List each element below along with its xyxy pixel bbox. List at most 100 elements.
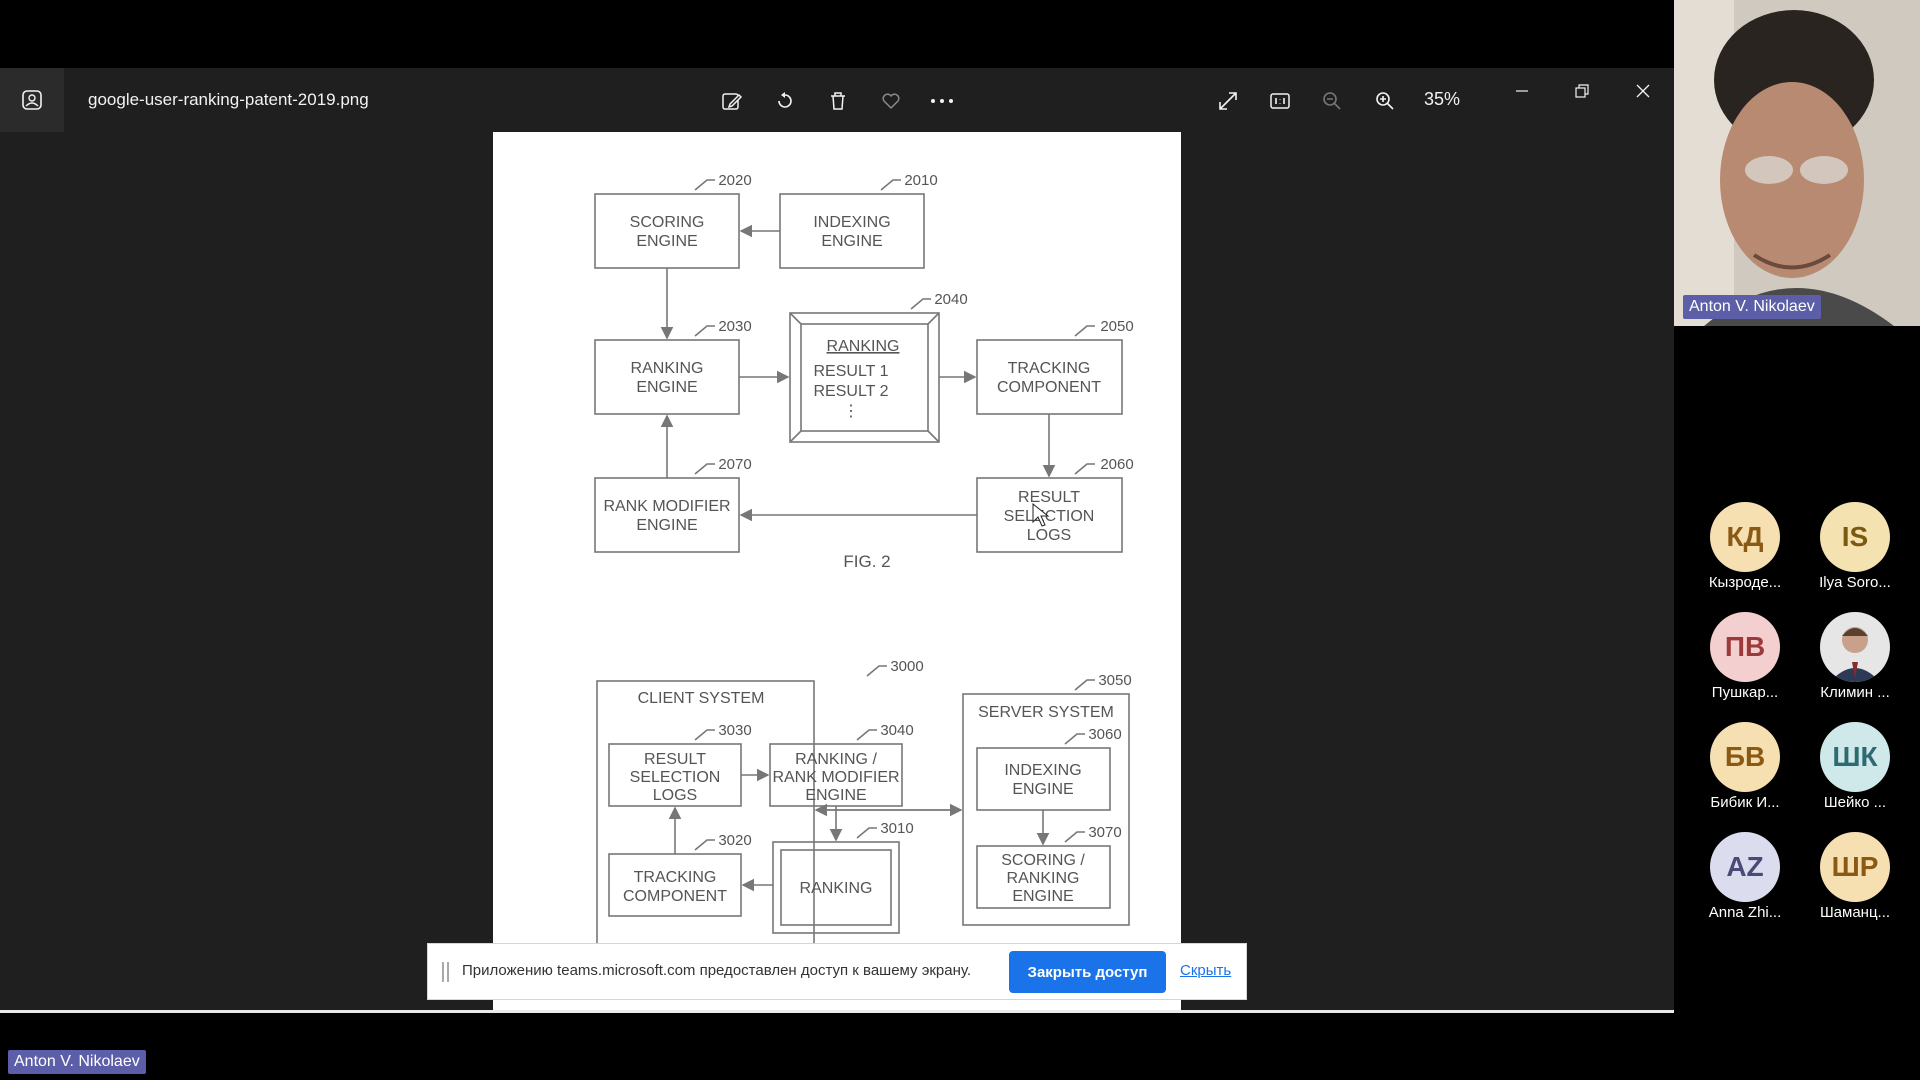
person-photo-icon <box>1830 627 1880 682</box>
ref-3050: 3050 <box>1098 672 1131 689</box>
video-name-tag: Anton V. Nikolaev <box>1683 295 1821 319</box>
tracking-component-label-2: COMPONENT <box>997 379 1101 396</box>
fig3-rankmod-label: RANKING / <box>795 751 877 768</box>
zoom-out-button[interactable] <box>1315 84 1349 118</box>
edit-image-icon <box>722 93 743 110</box>
ranking-engine-label-2: ENGINE <box>636 379 697 396</box>
minimize-button[interactable] <box>1505 74 1539 108</box>
actual-size-button[interactable] <box>1263 84 1297 118</box>
zoom-level: 35% <box>1424 89 1461 109</box>
indexing-engine-label: INDEXING <box>813 214 890 231</box>
fig3-indexing-label-2: ENGINE <box>1012 781 1073 798</box>
participant-name: Кызроде... <box>1708 574 1782 591</box>
favorite-button[interactable] <box>874 84 908 118</box>
presenter-name-tag: Anton V. Nikolaev <box>8 1050 146 1074</box>
photos-app-icon[interactable] <box>0 68 64 132</box>
expand-icon <box>1219 92 1237 110</box>
fig2-caption: FIG. 2 <box>843 552 890 571</box>
result-logs-label-3: LOGS <box>1027 527 1071 544</box>
ref-2070: 2070 <box>718 456 751 473</box>
ref-2050: 2050 <box>1100 318 1133 335</box>
scoring-engine-label: SCORING <box>630 214 705 231</box>
trash-icon <box>831 92 845 110</box>
ranking-engine-label: RANKING <box>631 360 704 377</box>
minimize-icon <box>1516 90 1528 92</box>
participant-name: Anna Zhi... <box>1708 904 1782 921</box>
indexing-engine-label-2: ENGINE <box>821 233 882 250</box>
participant-photo-avatar <box>1820 612 1890 682</box>
fig3-tracking-label-2: COMPONENT <box>623 888 727 905</box>
rank-modifier-label-2: ENGINE <box>636 517 697 534</box>
ref-3020: 3020 <box>718 832 751 849</box>
rotate-icon <box>778 92 792 108</box>
participant-name: Пушкар... <box>1711 684 1779 701</box>
ref-3010: 3010 <box>880 820 913 837</box>
restore-icon <box>1575 84 1589 98</box>
screen-share-banner: Приложению teams.microsoft.com предостав… <box>427 943 1247 1000</box>
image-icon <box>22 90 42 110</box>
restore-button[interactable] <box>1565 74 1599 108</box>
share-border <box>0 1010 1674 1013</box>
zoom-in-icon <box>1376 92 1394 110</box>
presenter-video: Anton V. Nikolaev <box>1674 0 1920 326</box>
delete-button[interactable] <box>821 84 855 118</box>
viewer-titlebar <box>0 68 1674 132</box>
fullscreen-button[interactable] <box>1211 84 1245 118</box>
server-system-title: SERVER SYSTEM <box>978 704 1114 721</box>
fig3-indexing-label: INDEXING <box>1004 762 1081 779</box>
participant-name: Бибик И... <box>1710 794 1780 811</box>
participant-avatar: КД <box>1710 502 1780 572</box>
ref-3000: 3000 <box>890 658 923 675</box>
mouse-cursor <box>1032 502 1050 527</box>
patent-diagram: 2020 2010 2030 2040 2050 2070 2060 3000 … <box>594 172 1134 961</box>
participant-name: Шаманц... <box>1819 904 1891 921</box>
ranking-box-title: RANKING <box>827 338 900 355</box>
rank-modifier-label: RANK MODIFIER <box>603 498 730 515</box>
close-icon <box>1636 84 1650 98</box>
actual-size-icon <box>1270 93 1290 109</box>
result-1: RESULT 1 <box>814 363 889 380</box>
ref-3030: 3030 <box>718 722 751 739</box>
banner-message: Приложению teams.microsoft.com предостав… <box>462 962 972 979</box>
fig3-logs-label-2: SELECTION <box>630 769 721 786</box>
participant-avatar: ШК <box>1820 722 1890 792</box>
presenter-video-feed <box>1674 0 1920 326</box>
heart-icon <box>882 93 900 110</box>
fig3-logs-label: RESULT <box>644 751 706 768</box>
participant-name: Климин ... <box>1820 684 1890 701</box>
participant-avatar: AZ <box>1710 832 1780 902</box>
zoom-out-icon <box>1323 92 1341 110</box>
result-logs-label: RESULT <box>1018 489 1080 506</box>
edit-image-button[interactable] <box>715 84 749 118</box>
fig3-scoring-label: SCORING / <box>1001 852 1085 869</box>
more-options-button[interactable] <box>925 84 959 118</box>
fig3-rankmod-label-3: ENGINE <box>805 787 866 804</box>
stop-sharing-button[interactable]: Закрыть доступ <box>1009 951 1166 993</box>
tracking-component-label: TRACKING <box>1008 360 1091 377</box>
ellipsis-vertical: ⋮ <box>843 403 859 420</box>
ref-2020: 2020 <box>718 172 751 189</box>
ref-2010: 2010 <box>904 172 937 189</box>
fig3-rankmod-label-2: RANK MODIFIER <box>772 769 899 786</box>
rotate-button[interactable] <box>768 84 802 118</box>
ref-2060: 2060 <box>1100 456 1133 473</box>
participant-avatar: ПВ <box>1710 612 1780 682</box>
participant-grid: КД Кызроде... IS Ilya Soro... ПВ Пушкар.… <box>1674 496 1920 936</box>
ref-3040: 3040 <box>880 722 913 739</box>
participant-avatar: БВ <box>1710 722 1780 792</box>
participant-name: Шейко ... <box>1823 794 1887 811</box>
close-button[interactable] <box>1626 74 1660 108</box>
client-system-title: CLIENT SYSTEM <box>638 690 765 707</box>
drag-handle-icon[interactable] <box>442 962 450 982</box>
fig3-ranking-label: RANKING <box>800 880 873 897</box>
zoom-in-button[interactable] <box>1368 84 1402 118</box>
ref-3060: 3060 <box>1088 726 1121 743</box>
fig3-logs-label-3: LOGS <box>653 787 697 804</box>
scoring-engine-label-2: ENGINE <box>636 233 697 250</box>
ref-2030: 2030 <box>718 318 751 335</box>
hide-banner-link[interactable]: Скрыть <box>1180 962 1232 979</box>
file-name: google-user-ranking-patent-2019.png <box>88 90 369 109</box>
more-icon <box>931 99 953 103</box>
fig3-scoring-label-2: RANKING <box>1007 870 1080 887</box>
participant-name: Ilya Soro... <box>1819 574 1891 591</box>
